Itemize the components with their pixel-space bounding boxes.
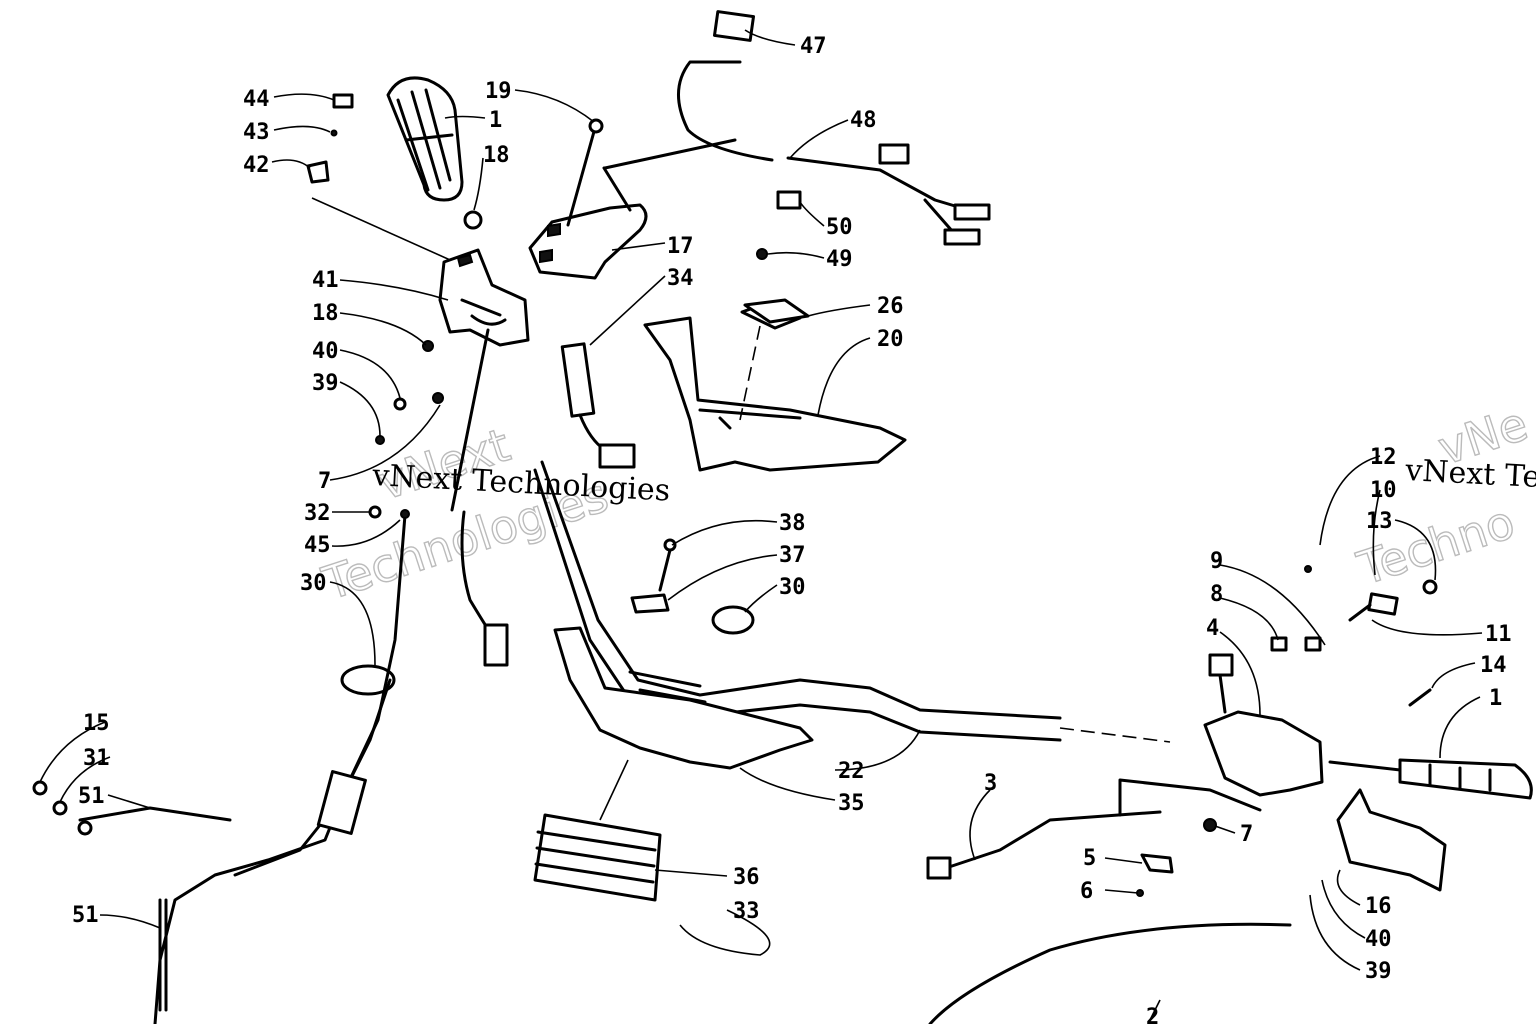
clamp-30-right xyxy=(711,605,755,635)
leader-lines xyxy=(39,29,1483,1021)
right-grip xyxy=(1328,758,1533,800)
label-4: 4 xyxy=(1206,616,1219,641)
label-6: 6 xyxy=(1080,879,1093,904)
label-17: 17 xyxy=(667,234,694,259)
label-36: 36 xyxy=(733,865,760,890)
label-39-left: 39 xyxy=(312,371,339,396)
label-43: 43 xyxy=(243,120,270,145)
label-18-mid: 18 xyxy=(312,301,339,326)
throttle-cable xyxy=(450,328,490,512)
label-45: 45 xyxy=(304,533,331,558)
label-7-left: 7 xyxy=(318,469,331,494)
clip-10 xyxy=(1367,592,1399,616)
brake-cable xyxy=(928,922,1292,1024)
part-18-washer xyxy=(463,210,483,230)
block-36 xyxy=(533,813,662,902)
bracket-5 xyxy=(1140,853,1174,874)
nut-13 xyxy=(1422,579,1438,595)
label-35: 35 xyxy=(838,791,865,816)
label-26: 26 xyxy=(877,294,904,319)
label-40-left: 40 xyxy=(312,339,339,364)
label-12: 12 xyxy=(1370,445,1397,470)
part-49-screw xyxy=(756,248,768,260)
label-37: 37 xyxy=(779,543,806,568)
part-44-clip xyxy=(332,93,354,109)
part-47-pad xyxy=(713,10,755,42)
label-51-top: 51 xyxy=(78,784,105,809)
screw-7b xyxy=(1203,818,1217,832)
label-11: 11 xyxy=(1485,622,1512,647)
label-33: 33 xyxy=(733,899,760,924)
parts-drawing xyxy=(32,10,1533,1024)
screw-12 xyxy=(1304,565,1312,573)
block-8 xyxy=(1270,636,1288,652)
handlebar-pad-20 xyxy=(643,300,907,472)
right-switch-housing xyxy=(1203,653,1324,797)
part-11 xyxy=(1348,603,1372,622)
left-grip xyxy=(386,76,464,202)
callout-labels: 44 43 42 1 19 18 17 34 41 18 40 39 7 32 … xyxy=(72,34,1512,1024)
switch-34 xyxy=(560,342,636,469)
label-51-bottom: 51 xyxy=(72,903,99,928)
label-47: 47 xyxy=(800,34,827,59)
part-19-pin xyxy=(566,126,597,227)
watermark: vNext Technologies vNext Technologies vN… xyxy=(315,396,1536,612)
label-1-left: 1 xyxy=(489,108,502,133)
throttle-lever xyxy=(528,203,648,280)
label-13: 13 xyxy=(1366,509,1393,534)
part-43-pin xyxy=(330,129,338,137)
watermark-text-right: vNext Te xyxy=(1404,453,1536,495)
label-30-mid: 30 xyxy=(779,575,806,600)
label-39-right: 39 xyxy=(1365,959,1392,984)
label-48: 48 xyxy=(850,108,877,133)
label-18-top: 18 xyxy=(483,143,510,168)
label-8: 8 xyxy=(1210,582,1223,607)
wire-harness-3 xyxy=(938,810,1162,872)
label-34: 34 xyxy=(667,266,694,291)
label-14: 14 xyxy=(1480,653,1507,678)
label-2: 2 xyxy=(1146,1005,1159,1024)
label-30-left: 30 xyxy=(300,571,327,596)
riser-35 xyxy=(553,626,814,770)
label-15: 15 xyxy=(83,711,110,736)
label-20: 20 xyxy=(877,327,904,352)
label-16: 16 xyxy=(1365,894,1392,919)
label-41: 41 xyxy=(312,268,339,293)
throttle-housing xyxy=(438,248,530,347)
block-9 xyxy=(1304,636,1322,652)
label-9: 9 xyxy=(1210,549,1223,574)
clamp-37 xyxy=(630,593,670,614)
label-22: 22 xyxy=(838,759,865,784)
part-42-cap xyxy=(306,160,330,184)
label-49: 49 xyxy=(826,247,853,272)
label-38: 38 xyxy=(779,511,806,536)
label-50: 50 xyxy=(826,215,853,240)
label-7-right: 7 xyxy=(1240,822,1253,847)
label-1-right: 1 xyxy=(1489,686,1502,711)
label-44: 44 xyxy=(243,87,270,112)
part-48-heater-wire xyxy=(677,60,774,162)
brake-lever-16 xyxy=(1336,788,1447,892)
label-42: 42 xyxy=(243,153,270,178)
pin-14 xyxy=(1408,688,1432,707)
label-5: 5 xyxy=(1083,846,1096,871)
label-3: 3 xyxy=(984,771,997,796)
label-19: 19 xyxy=(485,79,512,104)
label-40-right: 40 xyxy=(1365,927,1392,952)
label-31: 31 xyxy=(83,746,110,771)
part-50-bracket xyxy=(776,190,802,210)
label-32: 32 xyxy=(304,501,331,526)
label-10: 10 xyxy=(1370,478,1397,503)
